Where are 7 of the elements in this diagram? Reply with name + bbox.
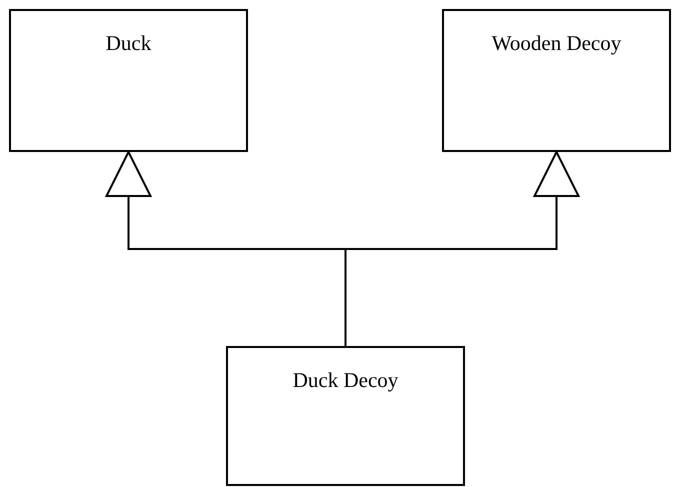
class-box bbox=[226, 346, 465, 486]
class-box bbox=[9, 9, 248, 152]
class-name: Duck bbox=[106, 31, 152, 56]
class-name: Duck Decoy bbox=[292, 368, 398, 393]
generalization-arrow bbox=[344, 151, 580, 346]
class-box bbox=[442, 9, 671, 152]
class-name: Wooden Decoy bbox=[492, 31, 622, 56]
